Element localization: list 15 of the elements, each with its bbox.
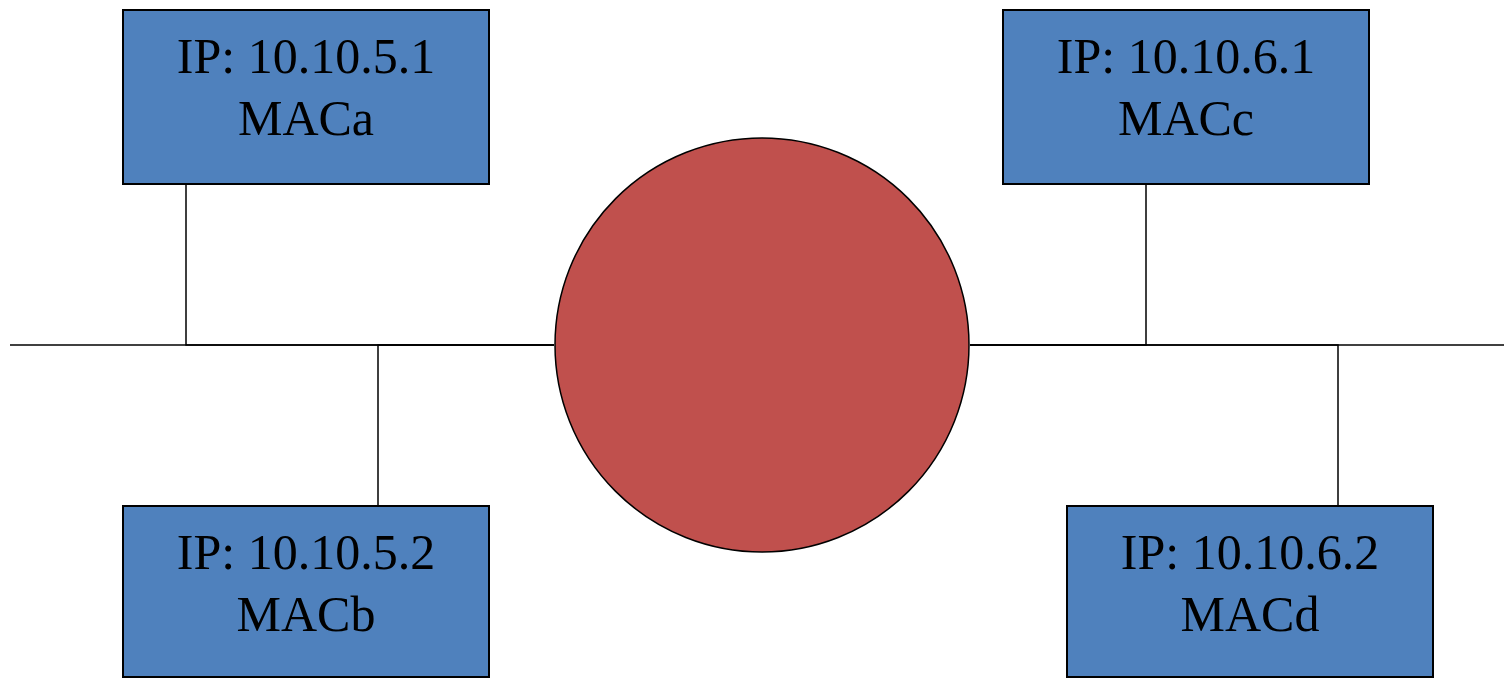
network-line — [969, 344, 1504, 346]
ip-address: IP: 10.10.6.1 — [1056, 27, 1316, 86]
mac-address: MACb — [236, 585, 376, 644]
network-circle — [554, 137, 970, 553]
mac-address: MACc — [1117, 89, 1255, 148]
ip-address: IP: 10.10.5.2 — [176, 523, 436, 582]
ip-address: IP: 10.10.5.1 — [176, 27, 436, 86]
host-box — [1002, 9, 1370, 185]
network-line — [9, 344, 555, 346]
host-box — [1066, 505, 1434, 678]
host-box — [122, 505, 490, 678]
ip-address: IP: 10.10.6.2 — [1120, 523, 1380, 582]
mac-address: MACd — [1180, 585, 1320, 644]
host-box — [122, 9, 490, 185]
mac-address: MACa — [237, 89, 375, 148]
